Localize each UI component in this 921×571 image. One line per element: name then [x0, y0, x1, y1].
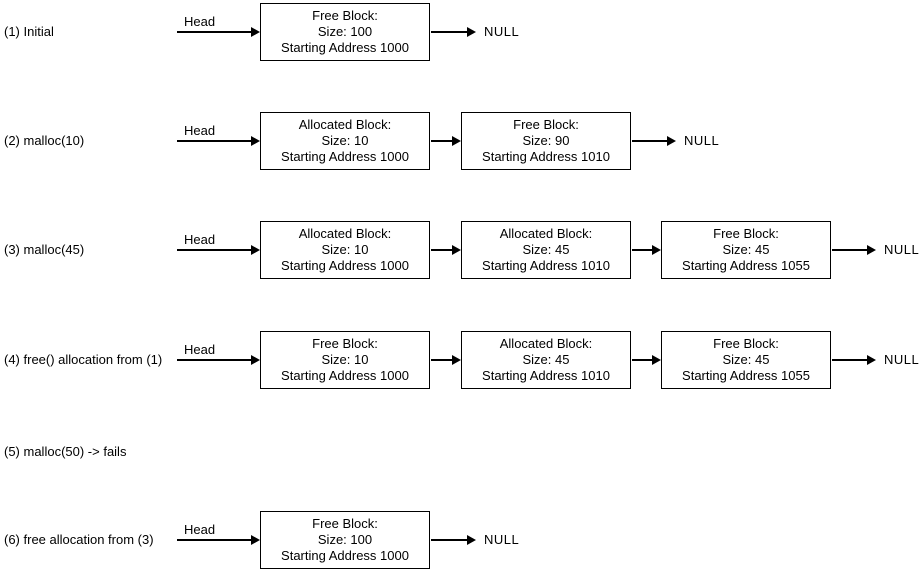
block-address: Starting Address 1000: [281, 548, 409, 563]
null-label: NULL: [884, 352, 920, 367]
null-arrow-line: [431, 539, 467, 541]
next-arrowhead-icon: [452, 136, 461, 146]
next-arrow-line: [431, 249, 452, 251]
block-type: Allocated Block:: [298, 117, 392, 132]
head-arrowhead-icon: [251, 245, 260, 255]
memory-block-node: Allocated Block: Size: 10 Starting Addre…: [260, 221, 430, 279]
next-arrow-line: [431, 359, 452, 361]
next-arrowhead-icon: [652, 245, 661, 255]
next-arrowhead-icon: [452, 245, 461, 255]
memory-block-node: Free Block: Size: 10 Starting Address 10…: [260, 331, 430, 389]
block-type: Free Block:: [312, 336, 378, 351]
head-arrow-line: [177, 249, 251, 251]
row-label: (2) malloc(10): [4, 133, 85, 148]
block-size: Size: 100: [317, 532, 373, 547]
null-arrowhead-icon: [667, 136, 676, 146]
null-label: NULL: [884, 242, 920, 257]
block-type: Allocated Block:: [298, 226, 392, 241]
block-type: Free Block:: [513, 117, 579, 132]
memory-block-node: Free Block: Size: 45 Starting Address 10…: [661, 331, 831, 389]
block-size: Size: 45: [522, 242, 570, 257]
block-size: Size: 45: [722, 352, 770, 367]
head-arrow-line: [177, 539, 251, 541]
memory-block-node: Free Block: Size: 90 Starting Address 10…: [461, 112, 631, 170]
next-arrow-line: [632, 359, 652, 361]
next-arrow-line: [431, 140, 452, 142]
block-type: Free Block:: [312, 8, 378, 23]
next-arrowhead-icon: [452, 355, 461, 365]
row-label: (3) malloc(45): [4, 242, 85, 257]
memory-block-node: Free Block: Size: 100 Starting Address 1…: [260, 3, 430, 61]
block-size: Size: 100: [317, 24, 373, 39]
head-arrow-line: [177, 359, 251, 361]
head-arrowhead-icon: [251, 136, 260, 146]
block-type: Free Block:: [713, 336, 779, 351]
null-arrow-line: [632, 140, 667, 142]
block-address: Starting Address 1000: [281, 40, 409, 55]
null-arrow-line: [832, 249, 867, 251]
head-pointer-label: Head: [184, 14, 216, 29]
block-address: Starting Address 1055: [682, 368, 810, 383]
head-pointer-label: Head: [184, 232, 216, 247]
block-address: Starting Address 1000: [281, 368, 409, 383]
memory-block-node: Allocated Block: Size: 45 Starting Addre…: [461, 221, 631, 279]
null-label: NULL: [484, 532, 520, 547]
null-arrow-line: [431, 31, 467, 33]
memory-block-node: Allocated Block: Size: 45 Starting Addre…: [461, 331, 631, 389]
block-size: Size: 45: [722, 242, 770, 257]
memory-block-node: Allocated Block: Size: 10 Starting Addre…: [260, 112, 430, 170]
head-arrowhead-icon: [251, 27, 260, 37]
row-label: (1) Initial: [4, 24, 54, 39]
block-type: Free Block:: [312, 516, 378, 531]
null-arrow-line: [832, 359, 867, 361]
next-arrow-line: [632, 249, 652, 251]
memory-block-node: Free Block: Size: 45 Starting Address 10…: [661, 221, 831, 279]
head-arrow-line: [177, 140, 251, 142]
block-address: Starting Address 1010: [482, 368, 610, 383]
head-pointer-label: Head: [184, 522, 216, 537]
block-size: Size: 45: [522, 352, 570, 367]
null-arrowhead-icon: [867, 355, 876, 365]
head-pointer-label: Head: [184, 123, 216, 138]
head-arrow-line: [177, 31, 251, 33]
null-arrowhead-icon: [467, 27, 476, 37]
block-type: Allocated Block:: [499, 226, 593, 241]
block-type: Allocated Block:: [499, 336, 593, 351]
row-label: (5) malloc(50) -> fails: [4, 444, 127, 459]
block-address: Starting Address 1000: [281, 258, 409, 273]
block-type: Free Block:: [713, 226, 779, 241]
block-address: Starting Address 1055: [682, 258, 810, 273]
memory-block-node: Free Block: Size: 100 Starting Address 1…: [260, 511, 430, 569]
null-label: NULL: [484, 24, 520, 39]
null-label: NULL: [684, 133, 720, 148]
next-arrowhead-icon: [652, 355, 661, 365]
block-size: Size: 10: [321, 352, 369, 367]
row-label: (4) free() allocation from (1): [4, 352, 163, 367]
block-address: Starting Address 1010: [482, 149, 610, 164]
null-arrowhead-icon: [467, 535, 476, 545]
block-address: Starting Address 1000: [281, 149, 409, 164]
row-label: (6) free allocation from (3): [4, 532, 154, 547]
head-arrowhead-icon: [251, 535, 260, 545]
block-size: Size: 90: [522, 133, 570, 148]
block-size: Size: 10: [321, 133, 369, 148]
head-arrowhead-icon: [251, 355, 260, 365]
block-address: Starting Address 1010: [482, 258, 610, 273]
head-pointer-label: Head: [184, 342, 216, 357]
block-size: Size: 10: [321, 242, 369, 257]
null-arrowhead-icon: [867, 245, 876, 255]
